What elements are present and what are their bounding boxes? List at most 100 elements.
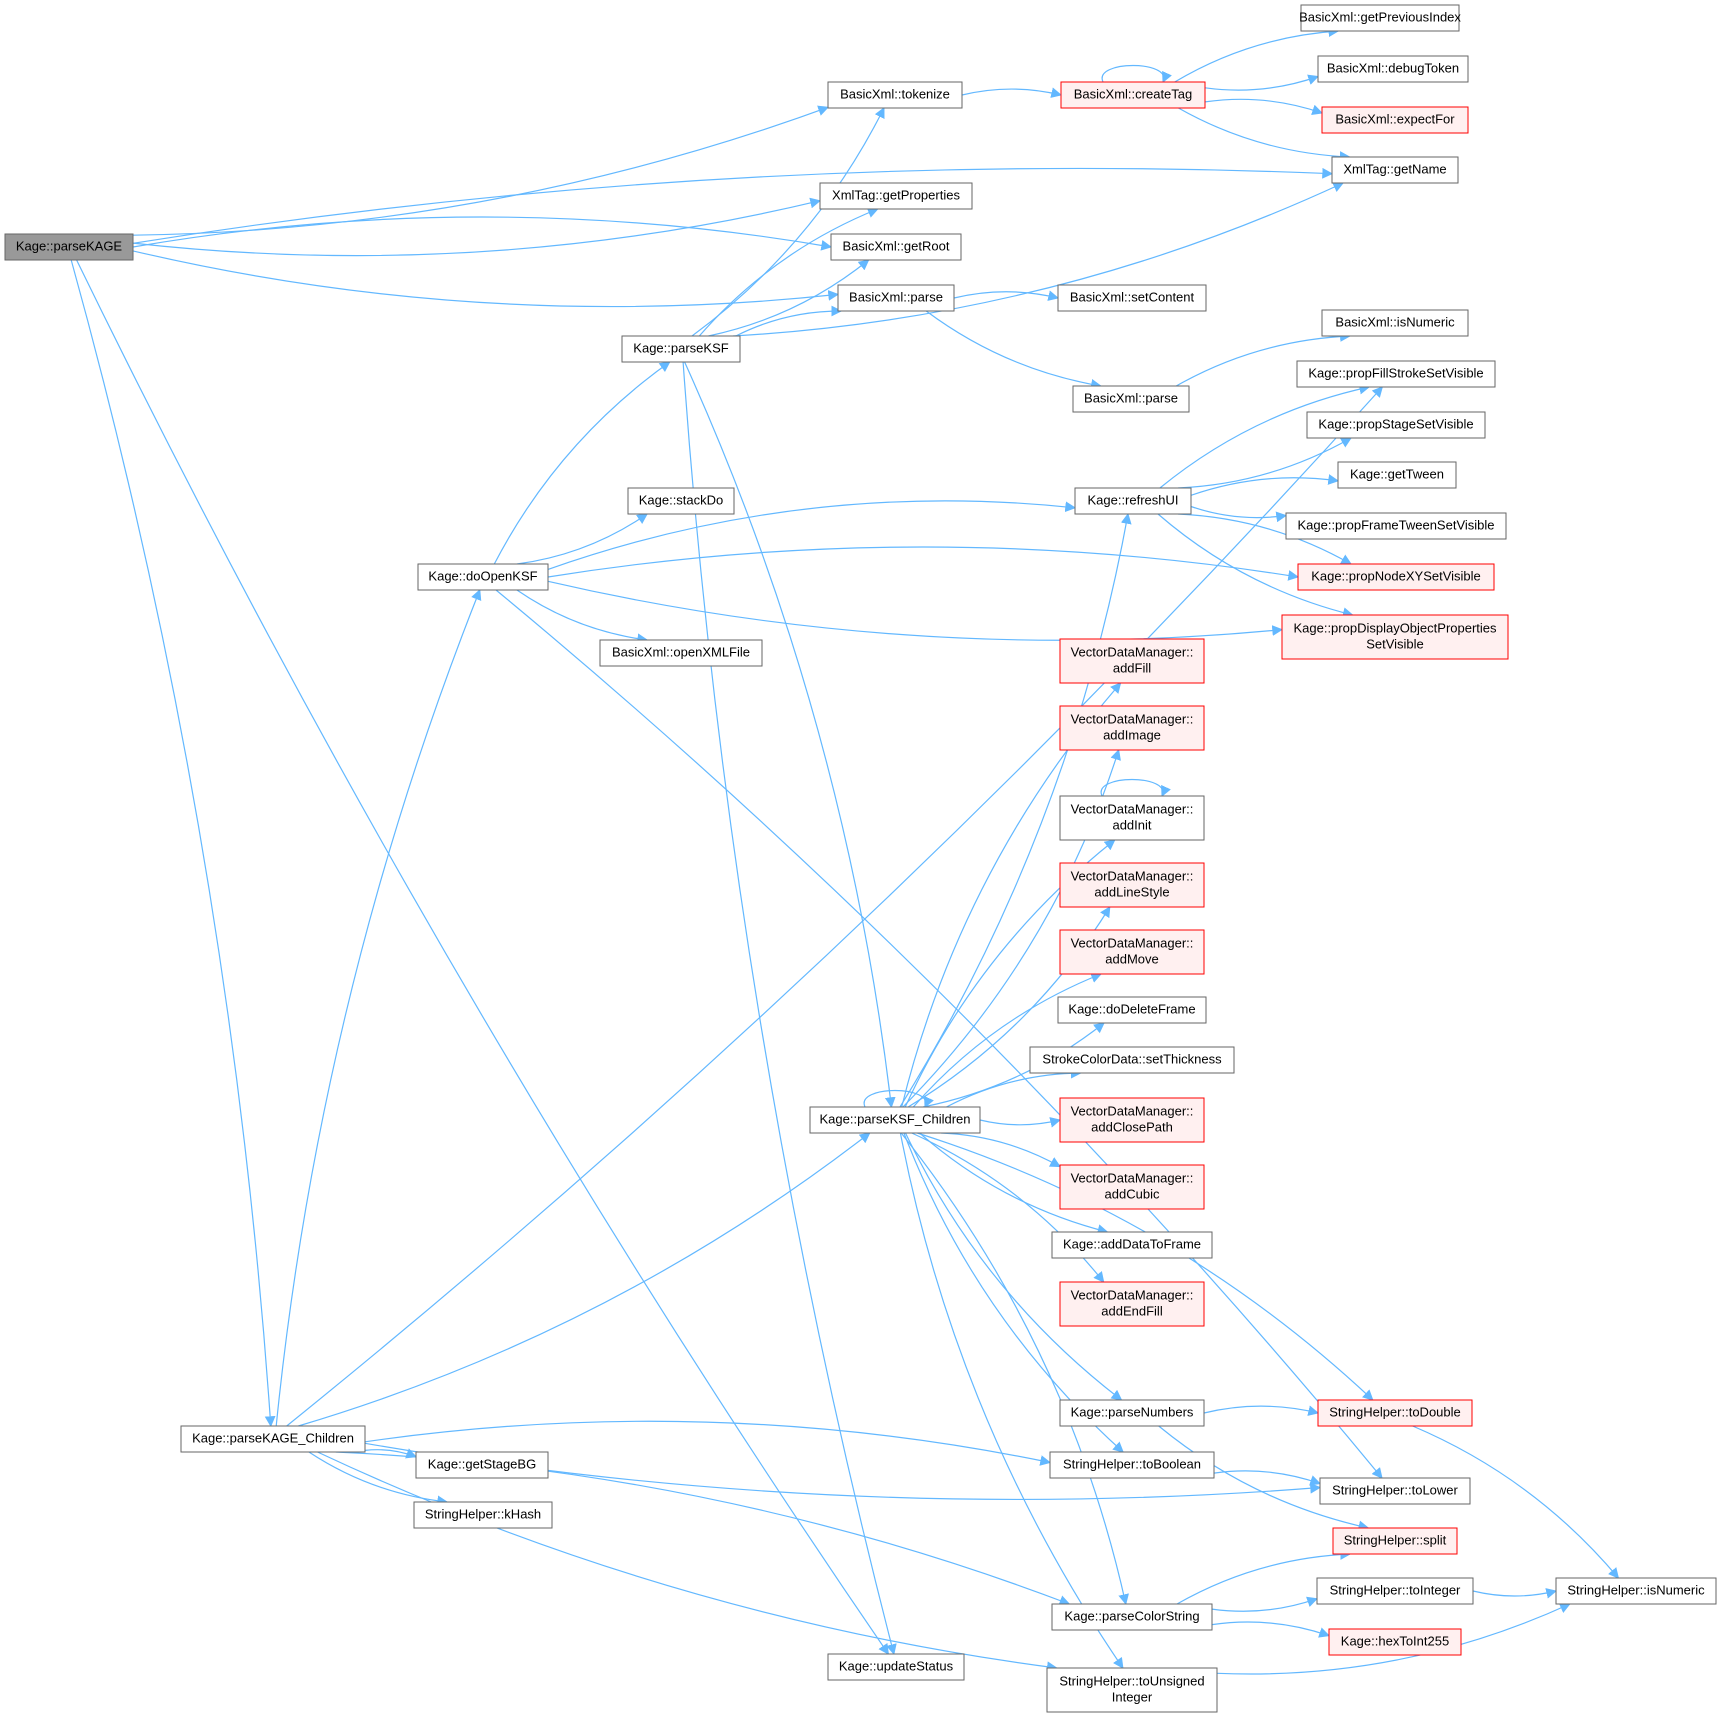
node-box[interactable] (1029, 1046, 1235, 1074)
node-addLineStyle[interactable]: VectorDataManager::addLineStyle (1059, 862, 1205, 908)
node-getPreviousIndex[interactable]: BasicXml::getPreviousIndex (1299, 4, 1461, 32)
node-box[interactable] (809, 1106, 981, 1134)
node-box[interactable] (1059, 1399, 1205, 1427)
node-parseColorString[interactable]: Kage::parseColorString (1051, 1603, 1213, 1631)
node-box[interactable] (1051, 1231, 1213, 1259)
node-box[interactable] (417, 563, 549, 591)
node-box[interactable] (1057, 996, 1207, 1024)
node-parseKSFChildren[interactable]: Kage::parseKSF_Children (809, 1106, 981, 1134)
node-doOpenKSF[interactable]: Kage::doOpenKSF (417, 563, 549, 591)
node-box[interactable] (1051, 1603, 1213, 1631)
node-propNodeXY[interactable]: Kage::propNodeXYSetVisible (1297, 563, 1495, 591)
node-box[interactable] (1300, 4, 1460, 32)
node-addCubic[interactable]: VectorDataManager::addCubic (1059, 1164, 1205, 1210)
node-box[interactable] (599, 639, 763, 667)
node-box[interactable] (1306, 411, 1486, 439)
node-box[interactable] (1060, 81, 1206, 109)
node-getRoot[interactable]: BasicXml::getRoot (830, 233, 962, 261)
node-parseNumbers[interactable]: Kage::parseNumbers (1059, 1399, 1205, 1427)
node-tokenize[interactable]: BasicXml::tokenize (827, 81, 963, 109)
node-box[interactable] (1049, 1451, 1215, 1479)
node-toInteger[interactable]: StringHelper::toInteger (1316, 1577, 1474, 1605)
node-box[interactable] (4, 233, 134, 261)
node-box[interactable] (627, 487, 735, 515)
node-box[interactable] (1046, 1667, 1218, 1713)
node-box[interactable] (1319, 1477, 1471, 1505)
node-parse1[interactable]: BasicXml::parse (837, 284, 955, 312)
node-box[interactable] (413, 1501, 553, 1529)
node-propDisplayObject[interactable]: Kage::propDisplayObjectPropertiesSetVisi… (1281, 614, 1509, 660)
node-addDataToFrame[interactable]: Kage::addDataToFrame (1051, 1231, 1213, 1259)
node-isNumericSH[interactable]: StringHelper::isNumeric (1555, 1577, 1717, 1605)
node-parse2[interactable]: BasicXml::parse (1072, 385, 1190, 413)
node-box[interactable] (1321, 106, 1469, 134)
node-propStage[interactable]: Kage::propStageSetVisible (1306, 411, 1486, 439)
node-box[interactable] (1074, 487, 1192, 515)
node-box[interactable] (1059, 929, 1205, 975)
node-setThickness[interactable]: StrokeColorData::setThickness (1029, 1046, 1235, 1074)
node-parseKAGE[interactable]: Kage::parseKAGE (4, 233, 134, 261)
node-box[interactable] (1317, 55, 1469, 83)
node-openXMLFile[interactable]: BasicXml::openXMLFile (599, 639, 763, 667)
node-box[interactable] (837, 284, 955, 312)
node-box[interactable] (830, 233, 962, 261)
node-box[interactable] (827, 1653, 965, 1681)
node-getName[interactable]: XmlTag::getName (1331, 156, 1459, 184)
node-hexToInt255[interactable]: Kage::hexToInt255 (1328, 1628, 1462, 1656)
node-toLower[interactable]: StringHelper::toLower (1319, 1477, 1471, 1505)
node-doDeleteFrame[interactable]: Kage::doDeleteFrame (1057, 996, 1207, 1024)
node-box[interactable] (1072, 385, 1190, 413)
node-box[interactable] (1321, 309, 1469, 337)
node-toDouble[interactable]: StringHelper::toDouble (1317, 1399, 1473, 1427)
node-split[interactable]: StringHelper::split (1332, 1527, 1458, 1555)
node-box[interactable] (621, 335, 741, 363)
node-getStageBG[interactable]: Kage::getStageBG (415, 1451, 549, 1479)
node-box[interactable] (1296, 360, 1496, 388)
node-isNumericXml[interactable]: BasicXml::isNumeric (1321, 309, 1469, 337)
node-box[interactable] (1057, 284, 1207, 312)
node-parseKSF[interactable]: Kage::parseKSF (621, 335, 741, 363)
node-box[interactable] (1059, 862, 1205, 908)
node-kHash[interactable]: StringHelper::kHash (413, 1501, 553, 1529)
node-box[interactable] (1337, 461, 1457, 489)
node-box[interactable] (1297, 563, 1495, 591)
node-propFrameTween[interactable]: Kage::propFrameTweenSetVisible (1285, 512, 1507, 540)
node-box[interactable] (180, 1425, 366, 1453)
node-box[interactable] (1328, 1628, 1462, 1656)
node-parseKAGEChildren[interactable]: Kage::parseKAGE_Children (180, 1425, 366, 1453)
node-box[interactable] (1059, 1164, 1205, 1210)
node-getProperties[interactable]: XmlTag::getProperties (819, 182, 973, 210)
node-propFillStroke[interactable]: Kage::propFillStrokeSetVisible (1296, 360, 1496, 388)
node-toBoolean[interactable]: StringHelper::toBoolean (1049, 1451, 1215, 1479)
node-addMove[interactable]: VectorDataManager::addMove (1059, 929, 1205, 975)
node-addClosePath[interactable]: VectorDataManager::addClosePath (1059, 1097, 1205, 1143)
node-box[interactable] (1059, 705, 1205, 751)
node-box[interactable] (1331, 156, 1459, 184)
node-addInit[interactable]: VectorDataManager::addInit (1059, 795, 1205, 841)
node-addImage[interactable]: VectorDataManager::addImage (1059, 705, 1205, 751)
node-expectFor[interactable]: BasicXml::expectFor (1321, 106, 1469, 134)
node-addFill[interactable]: VectorDataManager::addFill (1059, 638, 1205, 684)
node-box[interactable] (1332, 1527, 1458, 1555)
node-addEndFill[interactable]: VectorDataManager::addEndFill (1059, 1281, 1205, 1327)
node-box[interactable] (1059, 638, 1205, 684)
node-box[interactable] (1059, 1097, 1205, 1143)
node-box[interactable] (1059, 795, 1205, 841)
node-refreshUI[interactable]: Kage::refreshUI (1074, 487, 1192, 515)
node-box[interactable] (1555, 1577, 1717, 1605)
node-createTag[interactable]: BasicXml::createTag (1060, 81, 1206, 109)
node-box[interactable] (1059, 1281, 1205, 1327)
node-setContent[interactable]: BasicXml::setContent (1057, 284, 1207, 312)
node-box[interactable] (827, 81, 963, 109)
node-updateStatus[interactable]: Kage::updateStatus (827, 1653, 965, 1681)
node-box[interactable] (1285, 512, 1507, 540)
node-debugToken[interactable]: BasicXml::debugToken (1317, 55, 1469, 83)
node-box[interactable] (1316, 1577, 1474, 1605)
node-box[interactable] (1281, 614, 1509, 660)
node-box[interactable] (1317, 1399, 1473, 1427)
node-getTween[interactable]: Kage::getTween (1337, 461, 1457, 489)
node-stackDo[interactable]: Kage::stackDo (627, 487, 735, 515)
node-box[interactable] (819, 182, 973, 210)
node-box[interactable] (415, 1451, 549, 1479)
